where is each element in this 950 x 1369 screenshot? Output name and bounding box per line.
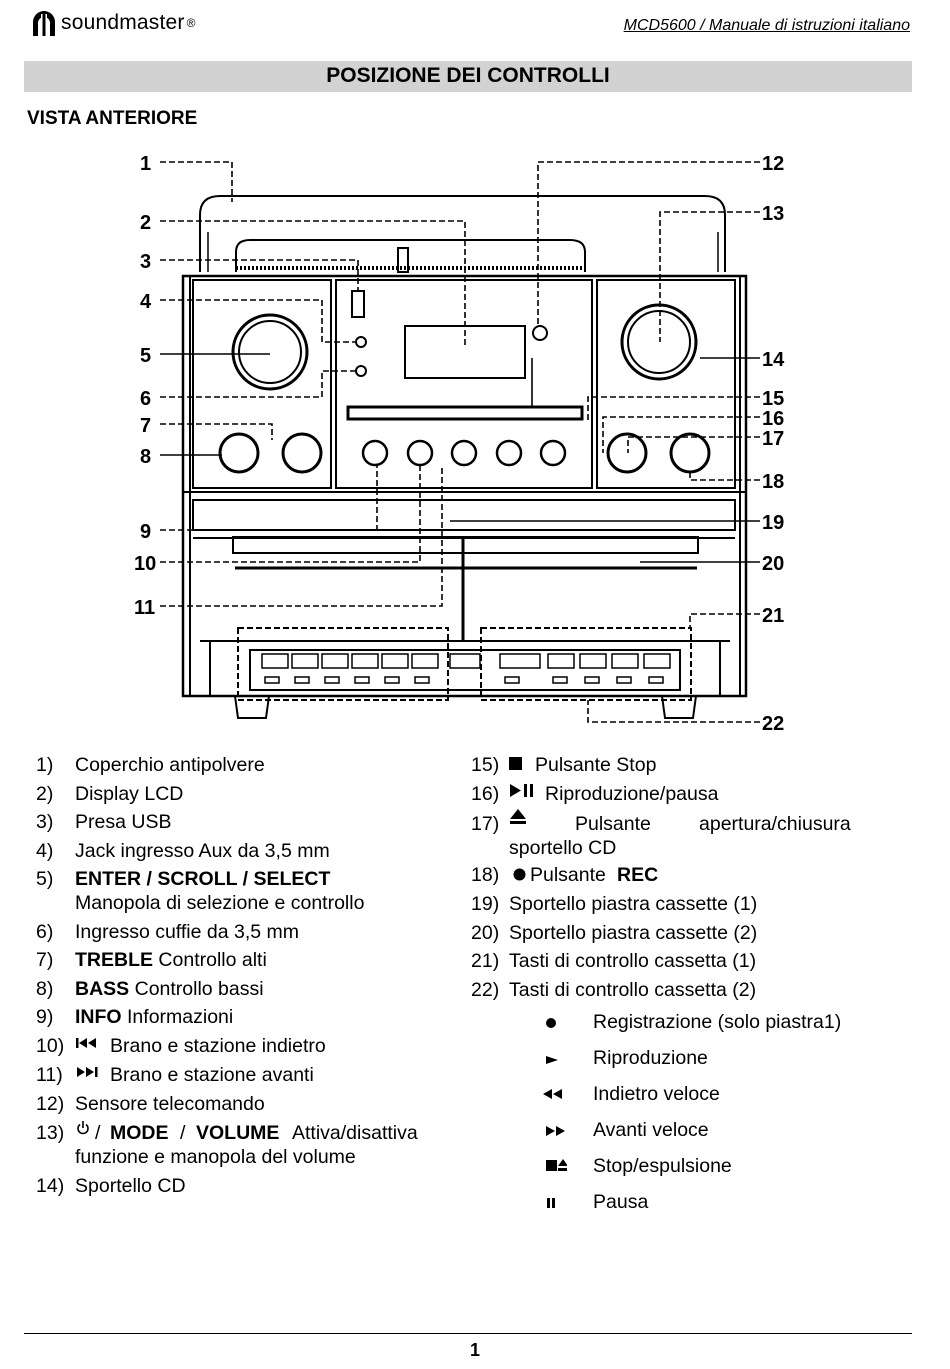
callout-13: 13 — [762, 203, 784, 225]
headphone-jack — [355, 365, 367, 377]
callout-2: 2 — [140, 212, 151, 234]
callout-16: 16 — [762, 408, 784, 430]
prev-track-icon — [76, 1038, 96, 1048]
record-icon — [546, 1018, 556, 1028]
brand-logo: soundmaster ® — [30, 8, 195, 38]
callout-22: 22 — [762, 713, 784, 735]
enter-scroll-knob — [231, 313, 309, 391]
usb-port — [351, 290, 365, 318]
rewind-icon — [543, 1089, 562, 1099]
cassette-door-1 — [232, 536, 699, 554]
callout-6: 6 — [140, 388, 151, 410]
cassette-keys-2 — [480, 627, 692, 701]
callout-12: 12 — [762, 153, 784, 175]
callout-5: 5 — [140, 345, 151, 367]
bass-knob — [281, 432, 323, 474]
callout-20: 20 — [762, 553, 784, 575]
cassette-keys-1 — [237, 627, 449, 701]
soundmaster-logo-icon — [33, 11, 55, 36]
section-title-bar: POSIZIONE DEI CONTROLLI — [24, 61, 912, 92]
record-icon — [513, 868, 526, 881]
front-view-diagram: 1 2 3 4 5 6 7 8 9 10 11 12 13 14 15 16 1… — [134, 153, 785, 735]
section-title: POSIZIONE DEI CONTROLLI — [326, 64, 610, 87]
stop-eject-icon — [546, 1159, 567, 1171]
power-icon — [77, 1121, 89, 1135]
fast-forward-icon — [546, 1126, 565, 1136]
callout-15: 15 — [762, 388, 784, 410]
callout-18: 18 — [762, 471, 784, 493]
callout-17: 17 — [762, 428, 784, 450]
callout-1: 1 — [140, 153, 151, 175]
callout-11: 11 — [134, 597, 155, 619]
next-track-icon — [77, 1067, 98, 1077]
footer-divider — [24, 1333, 912, 1334]
volume-knob — [620, 303, 698, 381]
page-number: 1 — [469, 1340, 480, 1360]
document-reference: MCD5600 / Manuale di istruzioni italiano — [623, 17, 910, 34]
callout-7: 7 — [140, 415, 151, 437]
callout-10: 10 — [134, 553, 156, 575]
callout-19: 19 — [762, 512, 784, 534]
subsection-title: VISTA ANTERIORE — [27, 108, 198, 129]
brand-name: soundmaster — [61, 11, 185, 34]
stop-icon — [509, 757, 522, 770]
callout-4: 4 — [140, 291, 152, 313]
turntable-handle — [235, 239, 586, 272]
center-panel — [335, 279, 593, 489]
play-pause-icon — [510, 784, 533, 797]
right-panel — [596, 279, 736, 489]
eject-icon — [510, 809, 526, 824]
callout-14: 14 — [762, 349, 785, 371]
callout-9: 9 — [140, 521, 151, 543]
dust-cover — [199, 195, 726, 272]
registered-mark: ® — [186, 16, 196, 30]
treble-knob — [218, 432, 260, 474]
aux-jack — [355, 336, 367, 348]
pause-icon — [547, 1198, 555, 1208]
cd-slot — [346, 405, 584, 421]
callout-21: 21 — [762, 605, 784, 627]
remote-sensor — [532, 325, 548, 341]
play-icon — [546, 1056, 558, 1064]
callout-3: 3 — [140, 251, 151, 273]
left-panel — [192, 279, 332, 489]
callout-8: 8 — [140, 446, 151, 468]
